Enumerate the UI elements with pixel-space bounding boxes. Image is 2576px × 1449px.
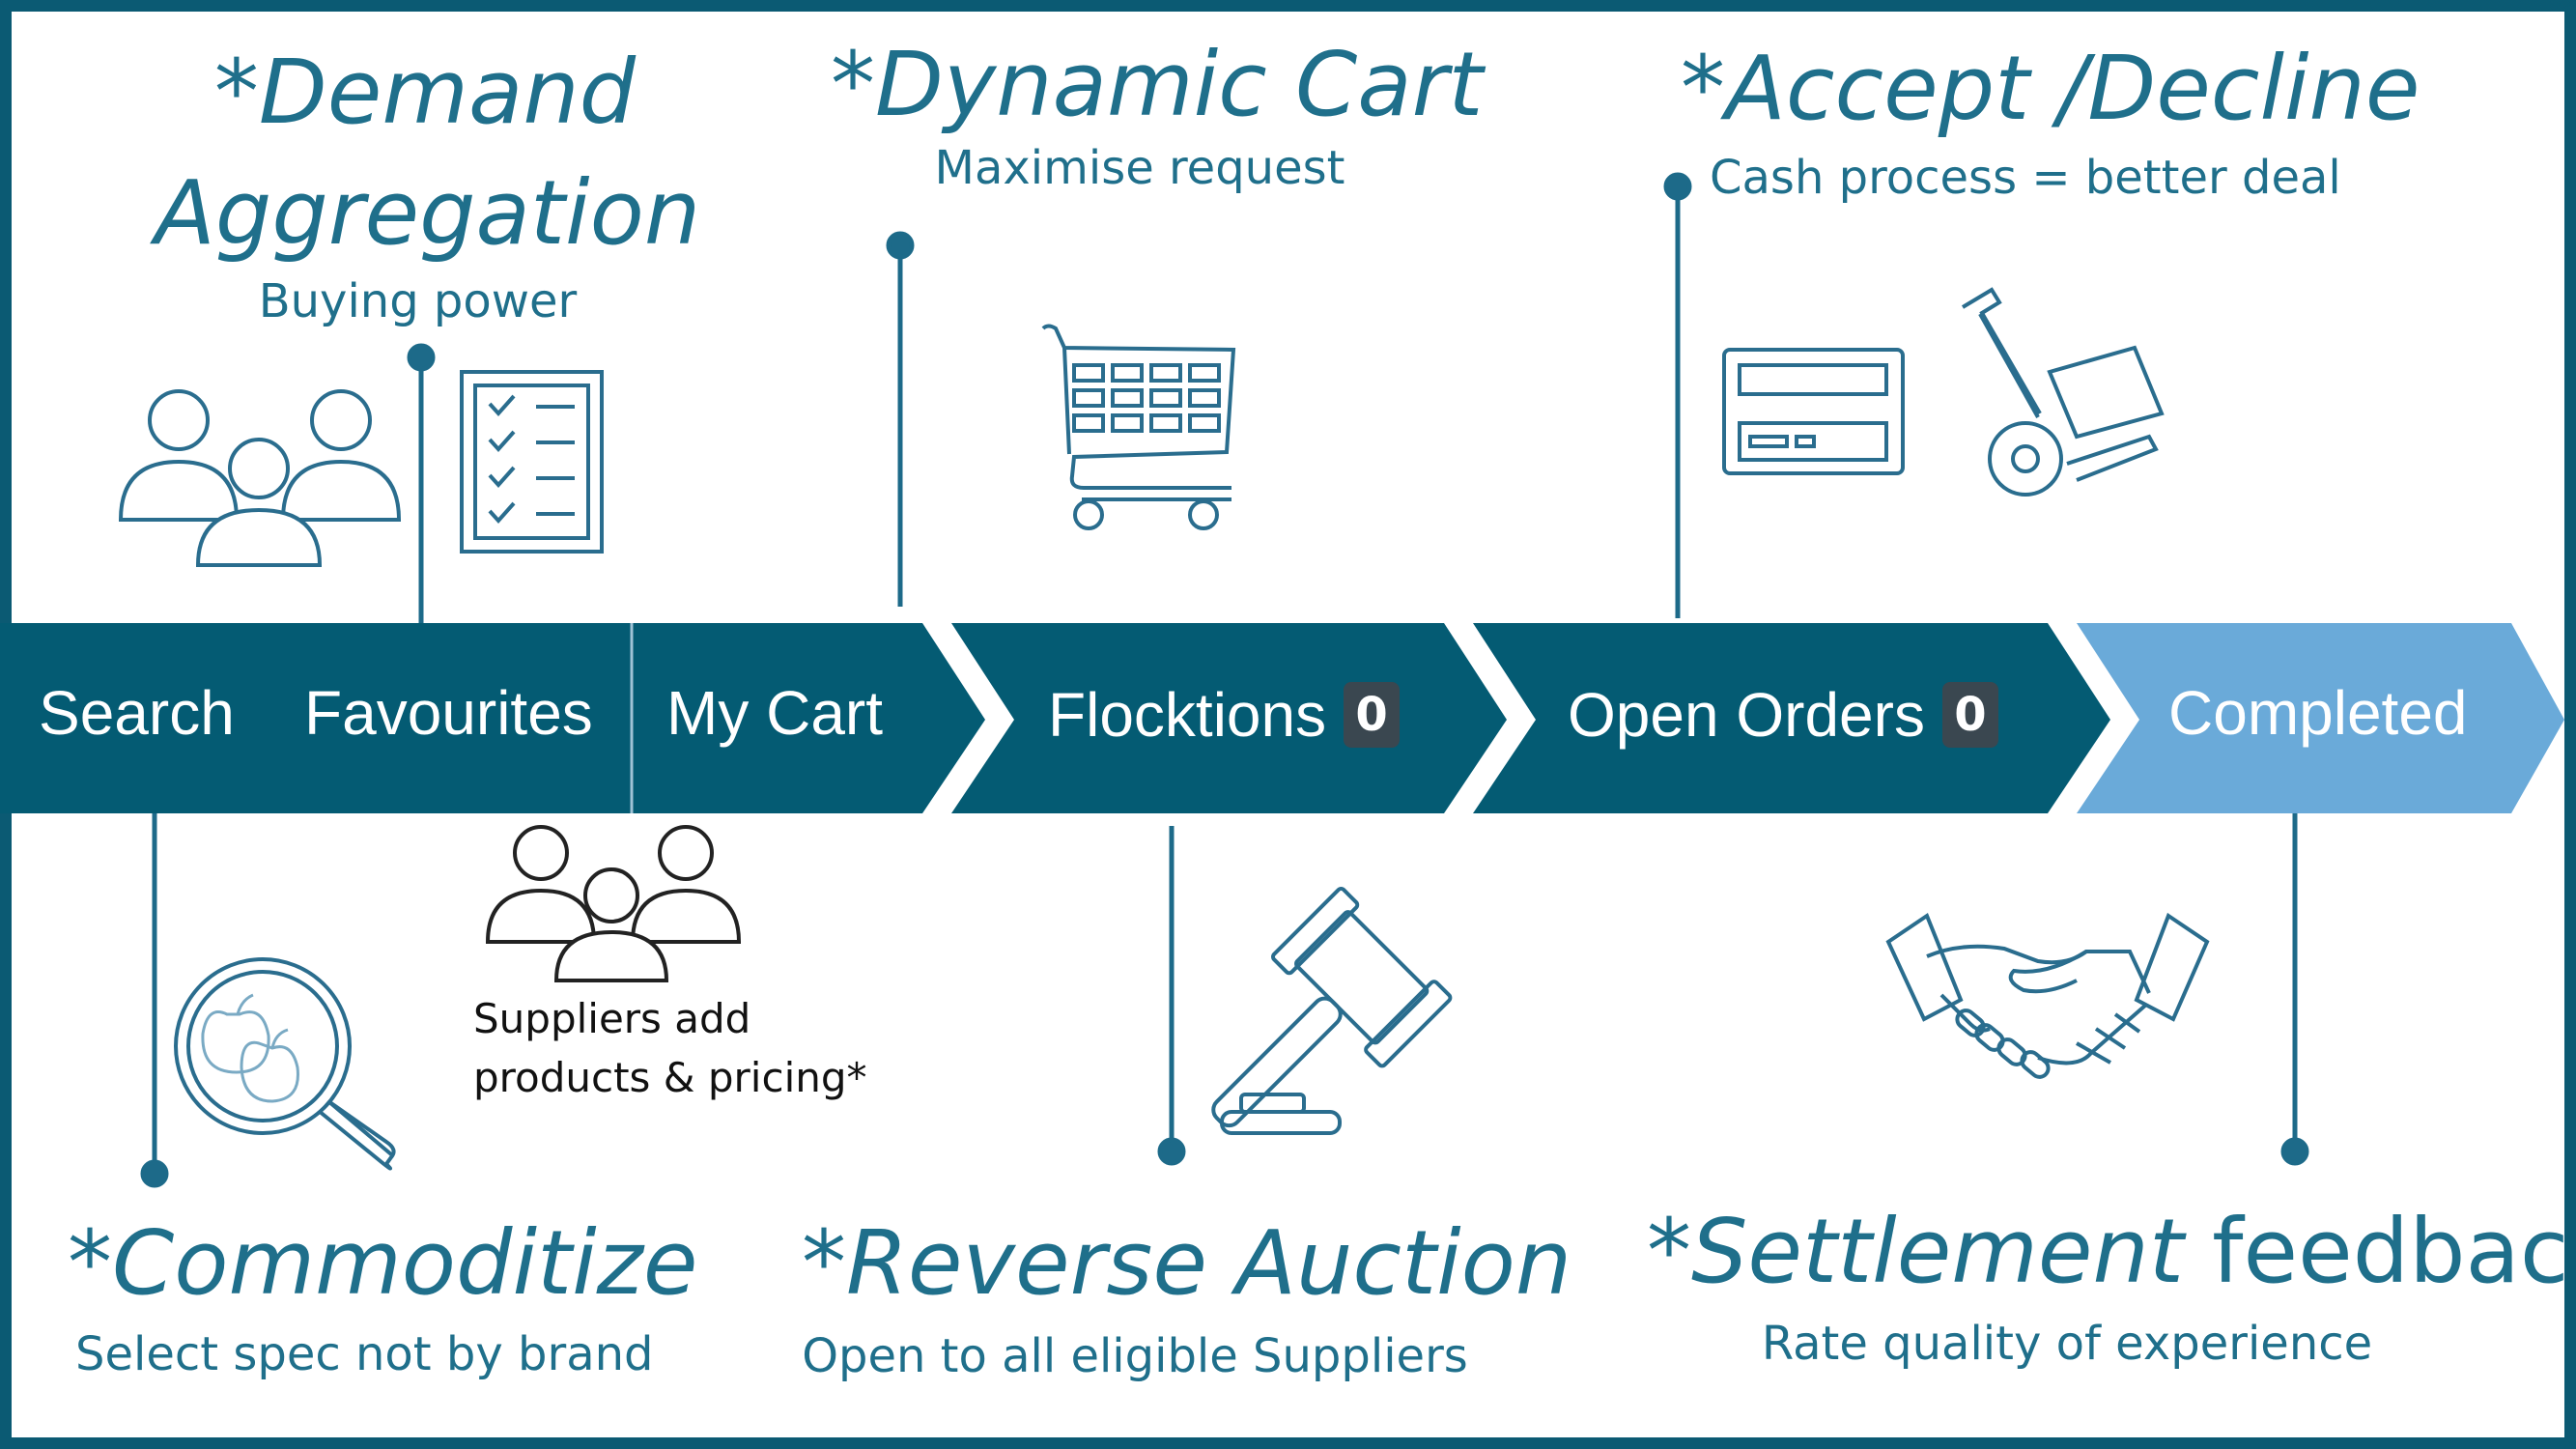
- connector-dot-settlement: [2280, 1137, 2309, 1166]
- step-flocktions[interactable]: Flocktions 0: [1048, 680, 1401, 750]
- hand-truck-icon: [1961, 287, 2165, 497]
- accept-decline-subtitle: Cash process = better deal: [1710, 151, 2341, 205]
- step-open-orders[interactable]: Open Orders 0: [1568, 682, 1998, 748]
- handshake-icon: [1885, 912, 2210, 1079]
- gavel-icon: [1211, 887, 1453, 1135]
- suppliers-people-icon: [485, 825, 742, 982]
- step-search-label: Search: [39, 678, 235, 748]
- suppliers-note: Suppliers add products & pricing*: [473, 990, 867, 1108]
- commoditize-subtitle: Select spec not by brand: [75, 1327, 654, 1381]
- settlement-subtitle: Rate quality of experience: [1761, 1317, 2373, 1371]
- settlement-title-italic: *Settlement: [1647, 1200, 2184, 1303]
- step-favourites-label: Favourites: [304, 678, 593, 748]
- step-my-cart[interactable]: My Cart: [666, 682, 883, 744]
- step-search[interactable]: Search: [39, 682, 235, 744]
- checklist-icon: [460, 370, 604, 554]
- demand-title-2: Aggregation: [155, 169, 700, 258]
- demand-subtitle: Buying power: [258, 274, 578, 328]
- connector-dot-demand: [407, 343, 436, 372]
- connector-dot-commoditize: [140, 1159, 169, 1188]
- suppliers-note-line2: products & pricing*: [473, 1053, 867, 1101]
- reverse-auction-title: *Reverse Auction: [802, 1211, 1572, 1315]
- credit-card-icon: [1722, 348, 1905, 475]
- connector-dot-auction: [1157, 1137, 1186, 1166]
- people-group-icon: [118, 389, 402, 567]
- segment-open-orders: [1473, 623, 2110, 813]
- segment-flocktions: [951, 623, 1507, 813]
- dynamic-cart-subtitle: Maximise request: [934, 141, 1345, 195]
- accept-decline-title: *Accept /Decline: [1681, 37, 2420, 140]
- step-open-orders-label: Open Orders: [1568, 680, 1925, 750]
- segment-completed: [2077, 623, 2564, 813]
- settlement-title-plain: feedback: [2212, 1200, 2576, 1303]
- connector-dot-dynamic-cart: [886, 231, 915, 260]
- flocktions-count-badge: 0: [1344, 682, 1401, 748]
- settlement-title: *Settlement feedback: [1647, 1208, 2576, 1296]
- step-completed-label: Completed: [2168, 678, 2468, 748]
- step-favourites[interactable]: Favourites: [304, 682, 593, 744]
- step-flocktions-label: Flocktions: [1048, 680, 1327, 750]
- suppliers-note-line1: Suppliers add: [473, 995, 751, 1042]
- connector-dot-accept: [1663, 172, 1692, 201]
- reverse-auction-subtitle: Open to all eligible Suppliers: [802, 1329, 1468, 1383]
- shopping-cart-icon: [1041, 324, 1236, 530]
- step-completed[interactable]: Completed: [2168, 682, 2468, 744]
- open-orders-count-badge: 0: [1941, 682, 1998, 748]
- demand-title: *Demand: [155, 48, 695, 137]
- demand-title-line1: *Demand: [213, 41, 637, 144]
- dynamic-cart-title: *Dynamic Cart: [831, 33, 1484, 136]
- process-bar: [0, 623, 2564, 813]
- demand-title-line2: Aggregation: [155, 161, 701, 265]
- step-my-cart-label: My Cart: [666, 678, 883, 748]
- commoditize-title: *Commoditize: [68, 1211, 698, 1315]
- magnifier-apples-icon: [174, 957, 396, 1171]
- segment-search-cart: [0, 623, 985, 813]
- connectors: [140, 172, 2309, 1188]
